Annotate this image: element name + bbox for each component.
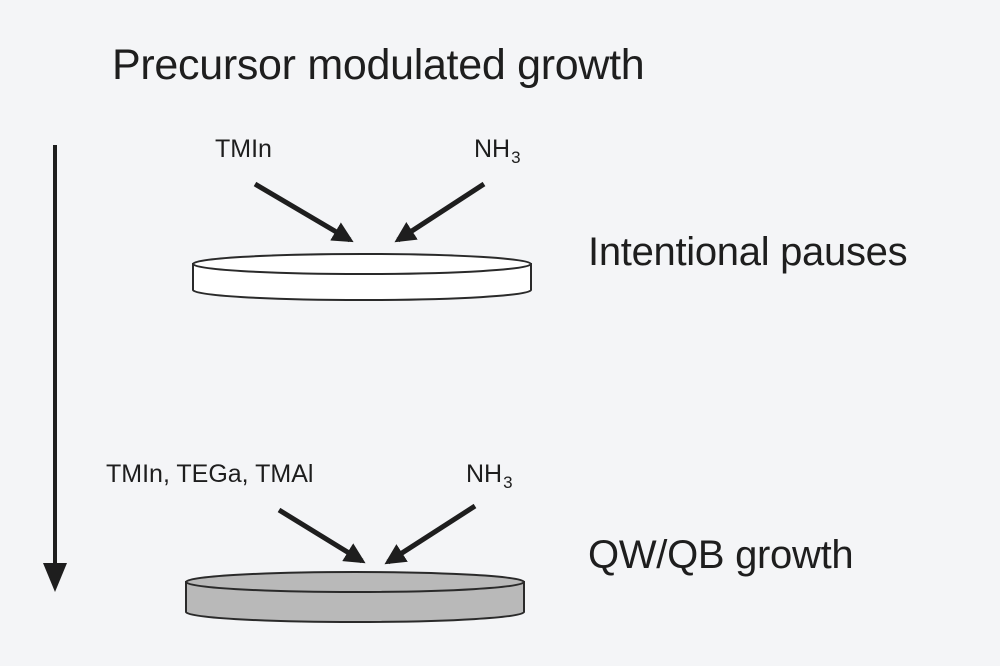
process-flow-arrow xyxy=(43,145,67,592)
nh3-main-text: NH xyxy=(466,460,503,488)
step-label-intentional-pauses: Intentional pauses xyxy=(588,230,908,274)
step-label-qw-qb-growth: QW/QB growth xyxy=(588,533,854,577)
nh3-subscript: 3 xyxy=(503,473,513,492)
diagram-title: Precursor modulated growth xyxy=(112,41,645,89)
wafer-qw-qb-growth xyxy=(185,571,525,623)
group3-flow-arrow-2 xyxy=(277,507,366,564)
nh3-main-text: NH xyxy=(474,135,511,163)
precursor-label-group3: TMIn, TEGa, TMAl xyxy=(106,460,314,488)
nh3-flow-arrow-1 xyxy=(394,181,486,243)
precursor-label-nh3-1: NH3 xyxy=(474,135,521,167)
precursor-label-tmin: TMIn xyxy=(215,135,272,163)
tmin-flow-arrow-1 xyxy=(253,181,354,243)
precursor-label-nh3-2: NH3 xyxy=(466,460,513,492)
wafer-intentional-pauses xyxy=(192,253,532,301)
nh3-subscript: 3 xyxy=(511,148,521,167)
nh3-flow-arrow-2 xyxy=(384,503,477,565)
